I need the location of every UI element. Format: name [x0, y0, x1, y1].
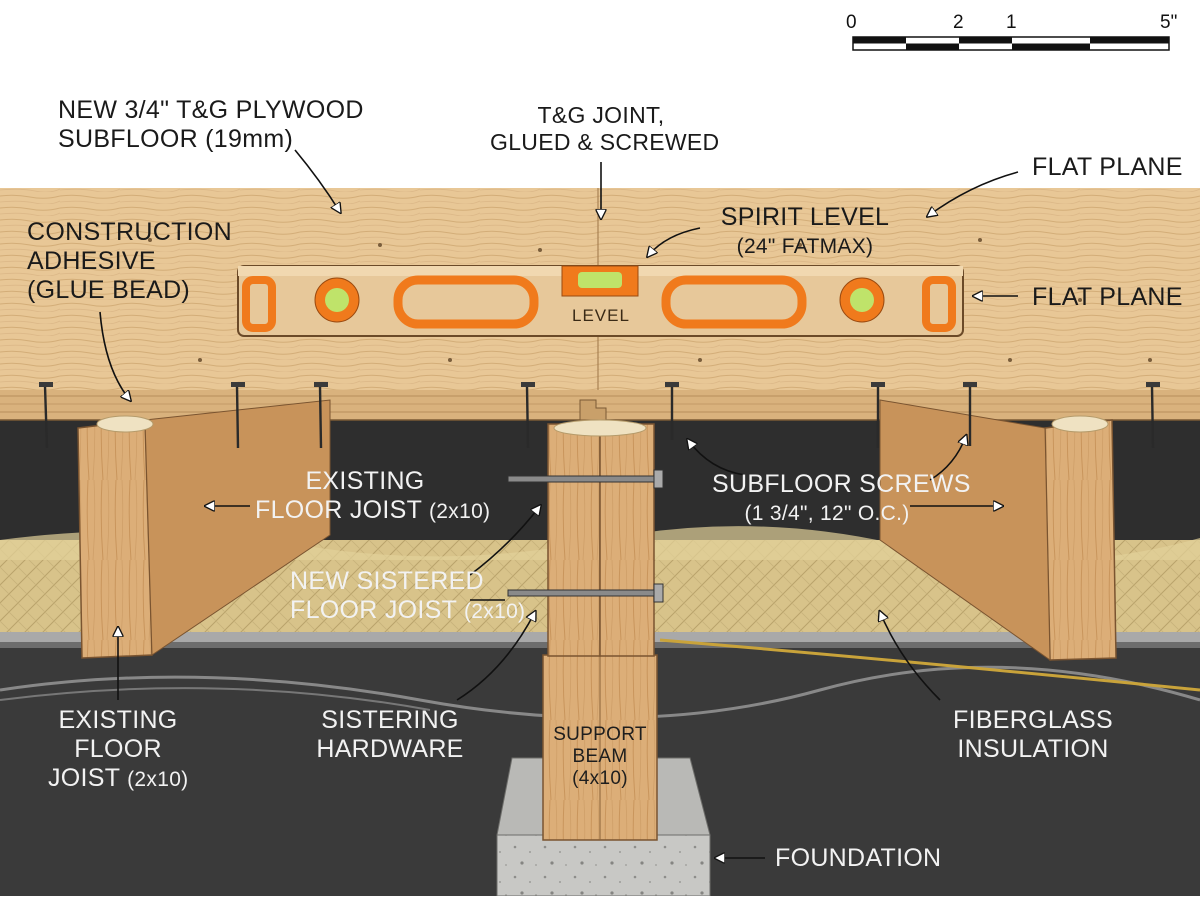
- support-beam: [542, 654, 658, 841]
- existing-joist-left: [77, 399, 331, 659]
- label-foundation: FOUNDATION: [775, 844, 942, 872]
- yellow-wire: [659, 638, 1200, 692]
- sistering-bolts: [507, 469, 664, 603]
- label-flat-plane-right: FLAT PLANE: [1032, 283, 1183, 311]
- scale-tick-1: 1: [1006, 12, 1017, 33]
- spirit-level: [237, 265, 964, 337]
- scale-tick-2: 2: [953, 12, 964, 33]
- existing-joist-right: [879, 399, 1117, 661]
- label-tg-joint: T&G JOINT,GLUED & SCREWED: [490, 102, 720, 155]
- scale-bar: [852, 36, 1170, 51]
- label-existing-joist-mid: EXISTING FLOOR JOIST (2x10): [255, 467, 491, 524]
- subfloor-screws: [43, 385, 1155, 449]
- label-flat-plane-top: FLAT PLANE: [1032, 153, 1183, 181]
- label-sistered-joist: NEW SISTERED FLOOR JOIST (2x10): [290, 567, 526, 624]
- sistered-joist-pair: [547, 419, 655, 657]
- scale-tick-5: 5": [1160, 12, 1178, 33]
- level-marking: LEVEL: [572, 306, 630, 325]
- scale-tick-0: 0: [846, 12, 857, 33]
- label-spirit-level: SPIRIT LEVEL(24" FATMAX): [720, 203, 890, 258]
- label-subfloor-screws: SUBFLOOR SCREWS(1 3/4", 12" O.C.): [712, 470, 971, 525]
- label-existing-joist-left: EXISTING FLOOR JOIST (2x10): [48, 706, 189, 792]
- leader-arrows: [99, 149, 1019, 858]
